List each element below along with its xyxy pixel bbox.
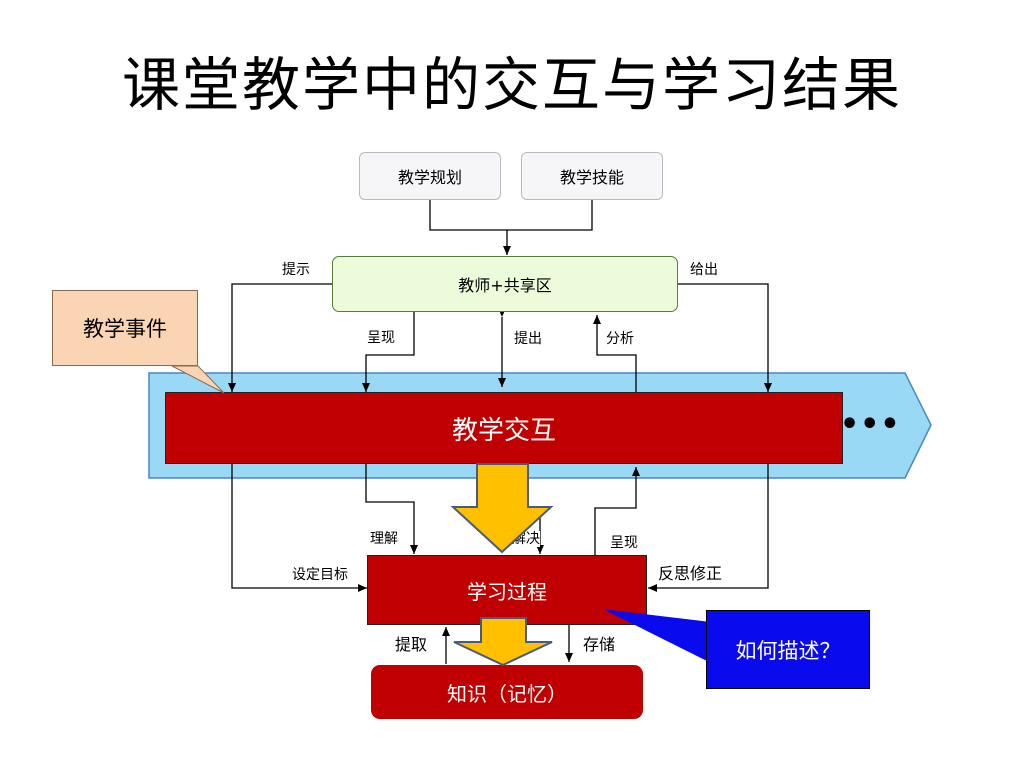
teacher-shared-zone-box: 教师+共享区 bbox=[332, 256, 678, 312]
continuation-dots: ••• bbox=[840, 407, 901, 442]
label-understand: 理解 bbox=[370, 531, 398, 547]
teaching-interaction-box: 教学交互 bbox=[165, 392, 843, 464]
planning-connectors bbox=[429, 200, 593, 255]
label-set-goal: 设定目标 bbox=[292, 567, 348, 583]
label-retrieve: 提取 bbox=[395, 635, 428, 654]
label-solve: 解决 bbox=[512, 531, 540, 547]
teaching-planning-box: 教学规划 bbox=[359, 152, 501, 200]
teaching-skills-box: 教学技能 bbox=[521, 152, 663, 200]
label-present-top: 呈现 bbox=[367, 330, 395, 346]
label-reflect: 反思修正 bbox=[658, 564, 723, 583]
learning-connectors bbox=[231, 464, 769, 592]
label-hint: 提示 bbox=[282, 262, 310, 278]
label-analyze: 分析 bbox=[606, 331, 634, 347]
how-to-describe-callout: 如何描述？ bbox=[706, 610, 870, 689]
slide-title: 课堂教学中的交互与学习结果 bbox=[121, 51, 902, 119]
knowledge-memory-box: 知识（记忆） bbox=[371, 665, 643, 719]
label-raise: 提出 bbox=[514, 331, 542, 347]
learning-process-box: 学习过程 bbox=[367, 555, 647, 625]
memory-connectors bbox=[442, 625, 573, 664]
label-store: 存储 bbox=[583, 635, 616, 654]
teaching-event-callout: 教学事件 bbox=[52, 290, 198, 366]
label-present-bottom: 呈现 bbox=[610, 535, 638, 551]
label-give: 给出 bbox=[690, 262, 718, 278]
teacher-connectors bbox=[228, 283, 772, 392]
